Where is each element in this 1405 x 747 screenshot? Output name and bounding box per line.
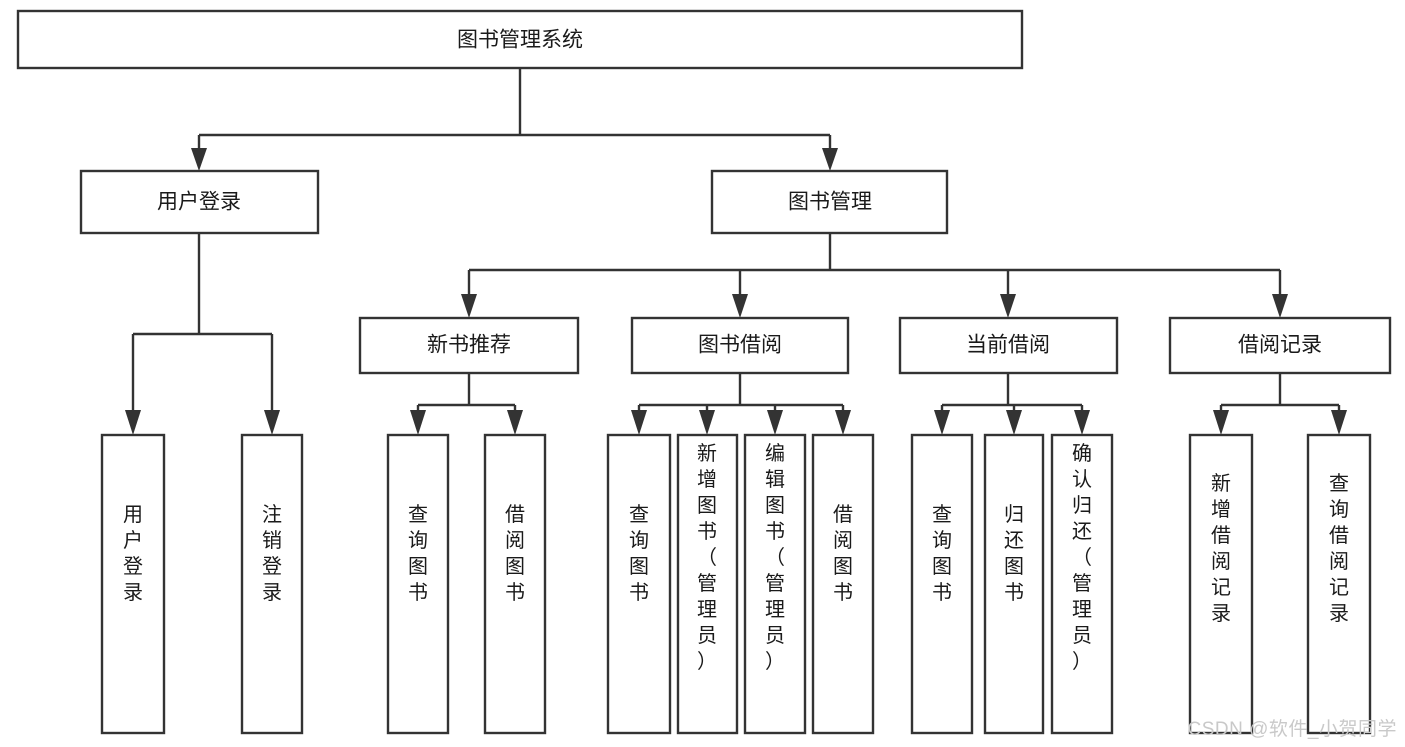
node-box-leaf-confirm-return-admin[interactable] bbox=[1050, 433, 1114, 735]
arrow-head-icon bbox=[507, 410, 523, 435]
node-current-borrow[interactable]: 当前借阅 bbox=[898, 316, 1119, 375]
node-label-leaf-query-book-borrow: 查询图书 bbox=[629, 503, 649, 604]
node-box-root[interactable] bbox=[16, 9, 1024, 70]
node-label-leaf-confirm-return-admin: 确认归还（管理员） bbox=[1072, 442, 1092, 673]
node-box-leaf-edit-book-admin[interactable] bbox=[743, 433, 807, 735]
node-box-leaf-add-book-admin[interactable] bbox=[676, 433, 739, 735]
node-leaf-add-book-admin[interactable]: 新增图书（管理员） bbox=[676, 433, 739, 735]
arrow-head-icon bbox=[631, 410, 647, 435]
arrow-head-icon bbox=[1000, 294, 1016, 318]
arrow-head-icon bbox=[732, 294, 748, 318]
node-label-leaf-borrow-book: 借阅图书 bbox=[833, 503, 853, 604]
arrow-head-icon bbox=[1331, 410, 1347, 435]
node-label-leaf-query-book-recommend: 查询图书 bbox=[408, 503, 428, 604]
node-label-leaf-query-borrow-record: 查询借阅记录 bbox=[1329, 472, 1349, 625]
connector-group-root-to-level2 bbox=[191, 68, 838, 171]
node-leaf-edit-book-admin[interactable]: 编辑图书（管理员） bbox=[743, 433, 807, 735]
connector-group-newbook-to-leaves bbox=[410, 373, 523, 435]
node-label-current-borrow: 当前借阅 bbox=[966, 334, 1050, 357]
arrow-head-icon bbox=[699, 410, 715, 435]
arrow-head-icon bbox=[1213, 410, 1229, 435]
node-box-leaf-return-book[interactable] bbox=[983, 433, 1045, 735]
node-leaf-add-borrow-record[interactable]: 新增借阅记录 bbox=[1188, 433, 1254, 735]
node-label-leaf-add-borrow-record: 新增借阅记录 bbox=[1211, 472, 1231, 625]
node-box-borrow-record[interactable] bbox=[1168, 316, 1392, 375]
node-label-root: 图书管理系统 bbox=[457, 29, 583, 52]
node-box-leaf-logout[interactable] bbox=[240, 433, 304, 735]
node-box-book-borrow[interactable] bbox=[630, 316, 850, 375]
connector-group-record-to-leaves bbox=[1213, 373, 1347, 435]
node-box-current-borrow[interactable] bbox=[898, 316, 1119, 375]
arrow-head-icon bbox=[461, 294, 477, 318]
node-label-book-borrow: 图书借阅 bbox=[698, 334, 782, 357]
node-label-user-login: 用户登录 bbox=[157, 191, 241, 214]
node-leaf-query-book-current[interactable]: 查询图书 bbox=[910, 433, 974, 735]
node-root-system[interactable]: 图书管理系统 bbox=[16, 9, 1024, 70]
connector-group-userlogin-to-leaves bbox=[125, 233, 280, 435]
arrow-head-icon bbox=[934, 410, 950, 435]
node-box-leaf-borrow-book-recommend[interactable] bbox=[483, 433, 547, 735]
node-label-leaf-return-book: 归还图书 bbox=[1004, 503, 1024, 604]
node-label-leaf-edit-book-admin: 编辑图书（管理员） bbox=[765, 442, 785, 673]
node-leaf-confirm-return-admin[interactable]: 确认归还（管理员） bbox=[1050, 433, 1114, 735]
arrow-head-icon bbox=[1006, 410, 1022, 435]
node-leaf-query-book-borrow[interactable]: 查询图书 bbox=[606, 433, 672, 735]
node-borrow-record[interactable]: 借阅记录 bbox=[1168, 316, 1392, 375]
arrow-head-icon bbox=[264, 410, 280, 435]
node-label-leaf-add-book-admin: 新增图书（管理员） bbox=[697, 442, 717, 673]
node-new-book-recommend[interactable]: 新书推荐 bbox=[358, 316, 580, 375]
arrow-head-icon bbox=[835, 410, 851, 435]
connector-group-book-to-level3 bbox=[461, 233, 1288, 318]
connector-group-current-to-leaves bbox=[934, 373, 1090, 435]
node-book-borrow[interactable]: 图书借阅 bbox=[630, 316, 850, 375]
node-box-leaf-query-book-current[interactable] bbox=[910, 433, 974, 735]
node-label-book-management: 图书管理 bbox=[788, 191, 872, 214]
node-leaf-borrow-book[interactable]: 借阅图书 bbox=[811, 433, 875, 735]
node-label-leaf-logout: 注销登录 bbox=[262, 503, 282, 604]
node-box-leaf-borrow-book[interactable] bbox=[811, 433, 875, 735]
node-label-leaf-user-login: 用户登录 bbox=[123, 504, 143, 604]
arrow-head-icon bbox=[1272, 294, 1288, 318]
node-box-book-management[interactable] bbox=[710, 169, 949, 235]
node-box-leaf-query-borrow-record[interactable] bbox=[1306, 433, 1372, 735]
node-leaf-user-login[interactable]: 用户登录 bbox=[100, 433, 166, 735]
arrow-head-icon bbox=[125, 410, 141, 435]
node-box-user-login[interactable] bbox=[79, 169, 320, 235]
arrow-head-icon bbox=[767, 410, 783, 435]
node-label-leaf-query-book-current: 查询图书 bbox=[932, 503, 952, 604]
node-leaf-query-book-recommend[interactable]: 查询图书 bbox=[386, 433, 450, 735]
arrow-head-icon bbox=[191, 148, 207, 171]
node-leaf-query-borrow-record[interactable]: 查询借阅记录 bbox=[1306, 433, 1372, 735]
arrow-head-icon bbox=[410, 410, 426, 435]
node-label-new-book-recommend: 新书推荐 bbox=[427, 334, 511, 357]
node-book-management[interactable]: 图书管理 bbox=[710, 169, 949, 235]
node-leaf-return-book[interactable]: 归还图书 bbox=[983, 433, 1045, 735]
node-box-new-book-recommend[interactable] bbox=[358, 316, 580, 375]
node-box-leaf-user-login[interactable] bbox=[100, 433, 166, 735]
node-box-leaf-query-book-borrow[interactable] bbox=[606, 433, 672, 735]
arrow-head-icon bbox=[822, 148, 838, 171]
node-box-leaf-query-book-recommend[interactable] bbox=[386, 433, 450, 735]
connector-group-borrow-to-leaves bbox=[631, 373, 851, 435]
node-user-login[interactable]: 用户登录 bbox=[79, 169, 320, 235]
node-leaf-borrow-book-recommend[interactable]: 借阅图书 bbox=[483, 433, 547, 735]
node-box-leaf-add-borrow-record[interactable] bbox=[1188, 433, 1254, 735]
node-label-borrow-record: 借阅记录 bbox=[1238, 334, 1322, 357]
node-leaf-logout[interactable]: 注销登录 bbox=[240, 433, 304, 735]
arrow-head-icon bbox=[1074, 410, 1090, 435]
node-label-leaf-borrow-book-recommend: 借阅图书 bbox=[505, 503, 525, 604]
